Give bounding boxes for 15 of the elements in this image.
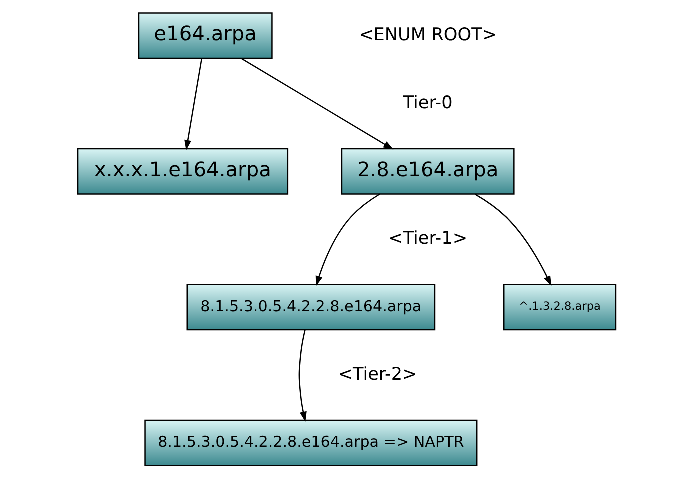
node-box: 8.1.5.3.0.5.4.2.2.8.e164.arpa => NAPTR [144, 420, 478, 466]
arrow [474, 194, 552, 286]
arrow [241, 58, 394, 150]
node-box: ^.1.3.2.8.arpa [503, 284, 617, 331]
node-box: 8.1.5.3.0.5.4.2.2.8.e164.arpa [186, 284, 436, 331]
node-box: x.x.x.1.e164.arpa [77, 148, 289, 195]
label: <Tier-1> [388, 229, 468, 250]
label: <ENUM ROOT> [359, 26, 498, 46]
arrow [316, 194, 380, 286]
label: <Tier-2> [338, 364, 418, 385]
node-box: e164.arpa [138, 12, 273, 60]
node-box: 2.8.e164.arpa [341, 148, 515, 195]
arrow [298, 330, 307, 422]
arrow [184, 58, 203, 150]
label: Tier-0 [403, 93, 453, 114]
